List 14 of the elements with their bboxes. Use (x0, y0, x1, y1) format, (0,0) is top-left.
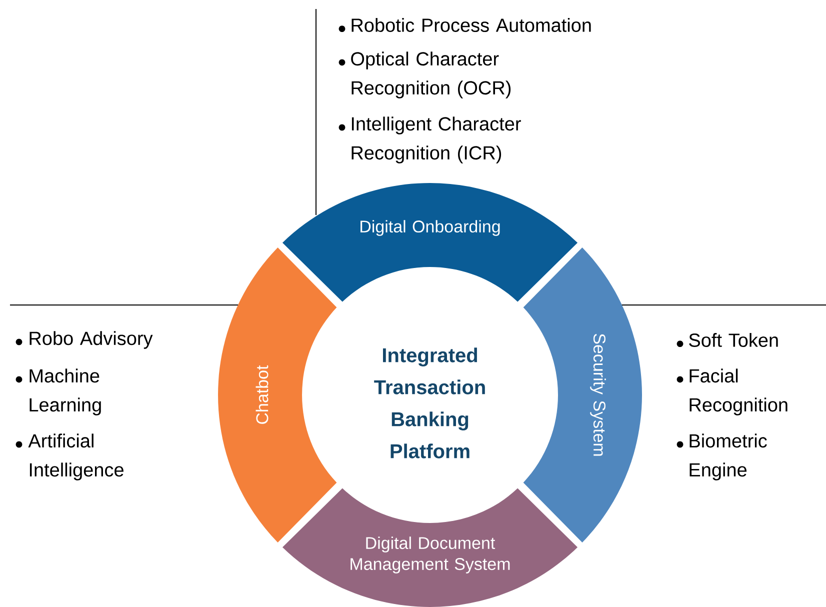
bullet-item: Facial Recognition (676, 368, 788, 416)
bullet-item: Robotic Process Automation (338, 18, 591, 32)
bullet-item: Biometric Engine (676, 434, 767, 480)
bullet-item: Machine Learning (16, 368, 101, 416)
center-label: Integrated Transaction Banking Platform (374, 348, 485, 458)
ring-segment: Digital Document Management System (282, 488, 578, 607)
bullet-item: Artificial Intelligence (16, 434, 124, 480)
ring-segment: Chatbot (218, 247, 337, 543)
bullet-item: Robo Advisory (16, 331, 153, 349)
bullet-item: Optical Character Recognition (OCR) (338, 52, 511, 98)
bullet-item: Soft Token (676, 333, 778, 348)
ring-segment: Digital Onboarding (282, 183, 578, 302)
bullet-item: Intelligent Character Recognition (ICR) (338, 116, 521, 164)
ring-segment: Security System (523, 247, 642, 543)
